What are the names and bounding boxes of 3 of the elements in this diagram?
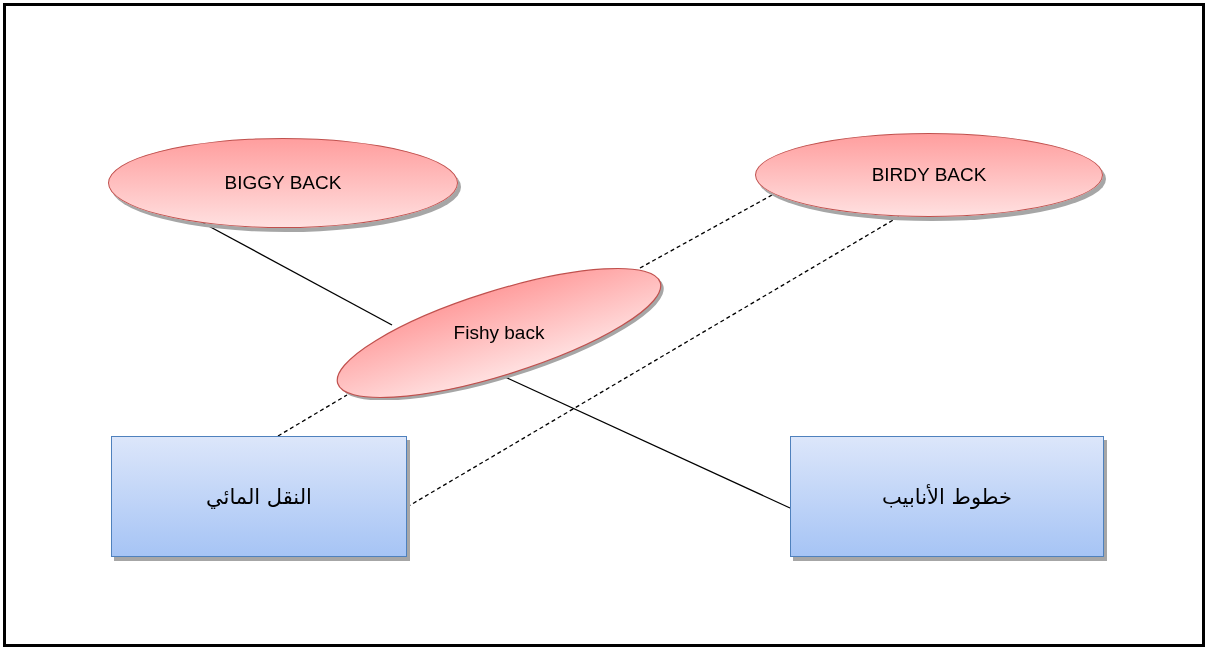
dashed-connector — [277, 394, 348, 437]
dashed-connector — [639, 194, 773, 269]
connector-line — [504, 376, 791, 509]
